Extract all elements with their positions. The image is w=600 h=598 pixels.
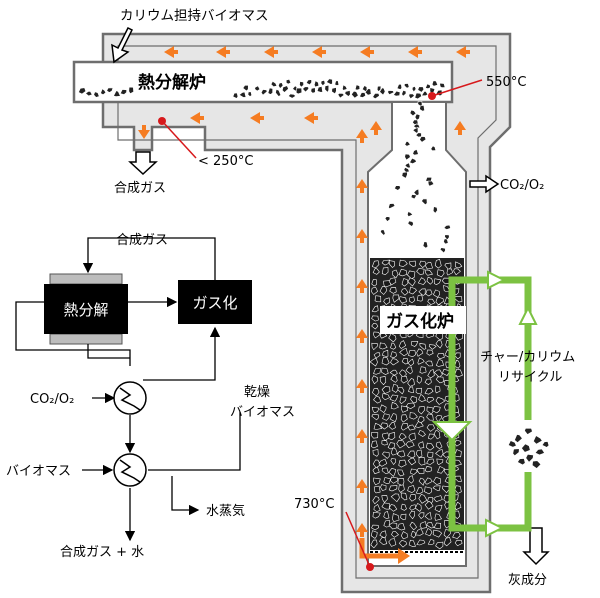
gasifier-temp-label: 730°C [294,497,334,512]
co2o2-inlet-arrow [469,174,500,194]
bottom-heat-arrow [359,538,410,564]
ash-outlet-arrow [522,527,550,566]
heat-exchanger-1 [113,381,147,415]
biomass-feed-arrow [111,26,134,64]
flow-co2o2-label: CO₂/O₂ [30,392,74,407]
gasifier-label: ガス化炉 [386,311,454,332]
pyrolyzer-temp-label: 550°C [486,75,526,90]
flow-dry-biomass-label-1: 乾燥 [244,385,270,400]
co2o2-gasifier-label: CO₂/O₂ [500,178,544,193]
jacket-channel [117,45,497,579]
flow-biomass-label: バイオマス [6,464,71,479]
heat-flow-arrows [138,46,470,537]
char-recycle-label-2: リサイクル [498,370,562,385]
heat-exchanger-2 [113,453,147,487]
pyrolysis-box [44,284,128,334]
flow-product-label: 合成ガス + 水 [60,545,144,560]
pyrolyzer-label: 熱分解炉 [138,72,206,93]
block-flow-diagram: 熱分解 ガス化 [6,233,295,560]
temperature-markers [158,79,483,571]
gasification-box [178,280,252,324]
flow-syngas-top-label: 合成ガス [116,233,168,248]
flow-steam-label: 水蒸気 [206,503,245,519]
char-recycle-loop [448,276,532,532]
falling-char-particles [380,101,451,254]
pyrolyzer-char [78,78,446,100]
outlet-temp-label: < 250°C [198,154,253,169]
pyrolysis-label: 熱分解 [63,301,108,319]
recycle-char-chunk [506,420,552,472]
syngas-outlet-arrow [128,151,158,176]
flow-dry-biomass-label-2: バイオマス [230,405,295,420]
syngas-outlet-label: 合成ガス [114,181,166,196]
ash-label: 灰成分 [508,573,547,588]
biomass-feed-label: カリウム担持バイオマス [120,8,269,24]
recycle-arrowheads [431,270,538,538]
gasification-label: ガス化 [192,294,237,312]
char-recycle-label-1: チャー/カリウム [480,350,575,365]
